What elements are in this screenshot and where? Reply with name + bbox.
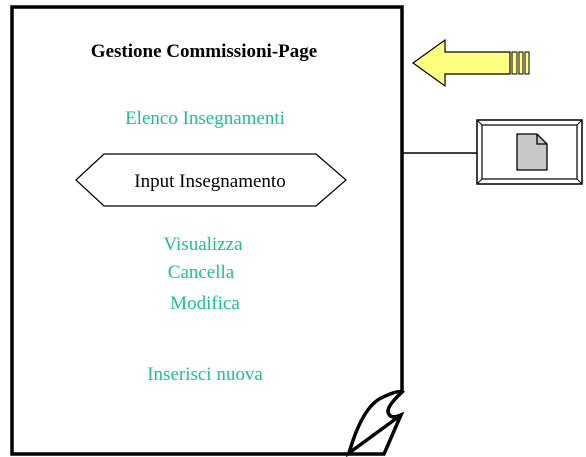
- input-insegnamento-label: Input Insegnamento: [134, 171, 285, 192]
- page-corner-fold: [346, 389, 406, 457]
- inserisci-nuova-link[interactable]: Inserisci nuova: [147, 364, 263, 385]
- elenco-insegnamenti-link[interactable]: Elenco Insegnamenti: [125, 108, 285, 129]
- modifica-link[interactable]: Modifica: [170, 293, 240, 314]
- page-frame: [10, 5, 405, 456]
- document-icon: [516, 133, 548, 171]
- left-arrow-icon: [411, 38, 530, 88]
- page-title: Gestione Commissioni-Page: [91, 41, 317, 62]
- input-hexagon-shape: [75, 153, 347, 207]
- cancella-link[interactable]: Cancella: [168, 262, 235, 283]
- input-insegnamento-field[interactable]: Input Insegnamento: [75, 153, 347, 207]
- document-button[interactable]: [476, 119, 583, 185]
- visualizza-link[interactable]: Visualizza: [163, 234, 243, 255]
